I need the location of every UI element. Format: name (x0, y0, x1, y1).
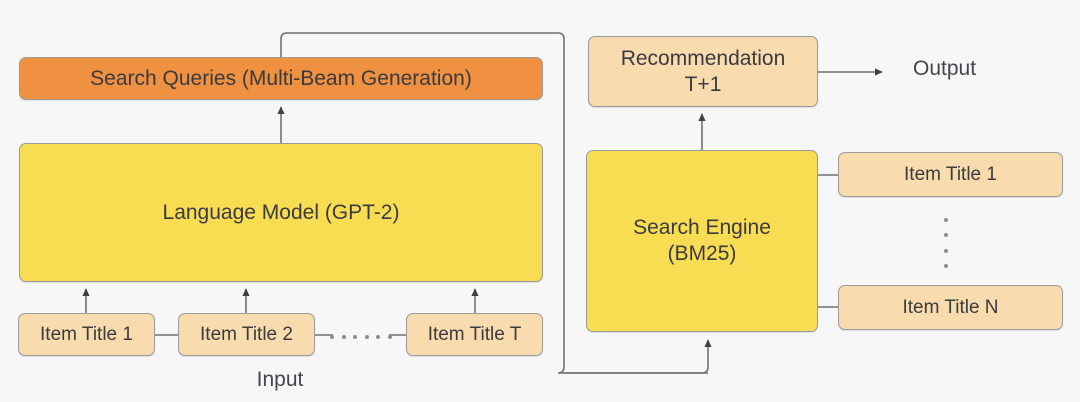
ellipsis-dot (330, 335, 334, 339)
node-result-item-n[interactable]: Item Title N (838, 285, 1063, 330)
node-input-item-t[interactable]: Item Title T (406, 313, 543, 356)
ellipsis-dot (944, 263, 948, 268)
node-result-item-1[interactable]: Item Title 1 (838, 152, 1063, 197)
node-result-item-n-label: Item Title N (902, 296, 999, 318)
connector-queries-loop-bottom (564, 339, 712, 374)
ellipsis-dot (944, 233, 948, 238)
node-recommendation-label-line2: T+1 (684, 72, 722, 96)
ellipsis-dot (341, 335, 346, 339)
node-search-queries-label: Search Queries (Multi-Beam Generation) (90, 66, 472, 90)
node-recommendation[interactable]: Recommendation T+1 (588, 36, 818, 107)
ellipsis-dot (944, 218, 948, 222)
node-language-model-label: Language Model (GPT-2) (162, 200, 400, 224)
ellipsis-dot (364, 335, 369, 339)
node-search-engine-label-line2: (BM25) (667, 242, 737, 265)
node-input-item-2[interactable]: Item Title 2 (178, 313, 315, 356)
node-input-item-t-label: Item Title T (427, 323, 522, 345)
input-caption: Input (256, 368, 304, 391)
node-result-item-1-label: Item Title 1 (904, 163, 997, 185)
node-search-queries[interactable]: Search Queries (Multi-Beam Generation) (19, 57, 543, 100)
node-input-item-1-label: Item Title 1 (40, 323, 133, 345)
output-caption: Output (913, 57, 977, 80)
node-search-engine-label-line1: Search Engine (633, 216, 771, 240)
ellipsis-dot (387, 335, 392, 339)
input-sequence-ellipsis (330, 334, 392, 340)
node-language-model[interactable]: Language Model (GPT-2) (19, 143, 543, 282)
ellipsis-dot (376, 335, 381, 339)
result-list-ellipsis (938, 218, 954, 268)
ellipsis-dot (944, 248, 948, 253)
node-search-engine[interactable]: Search Engine (BM25) (586, 150, 818, 332)
node-recommendation-label-line1: Recommendation (620, 46, 786, 70)
ellipsis-dot (353, 335, 358, 339)
node-input-item-2-label: Item Title 2 (200, 323, 293, 345)
node-input-item-1[interactable]: Item Title 1 (18, 313, 155, 356)
